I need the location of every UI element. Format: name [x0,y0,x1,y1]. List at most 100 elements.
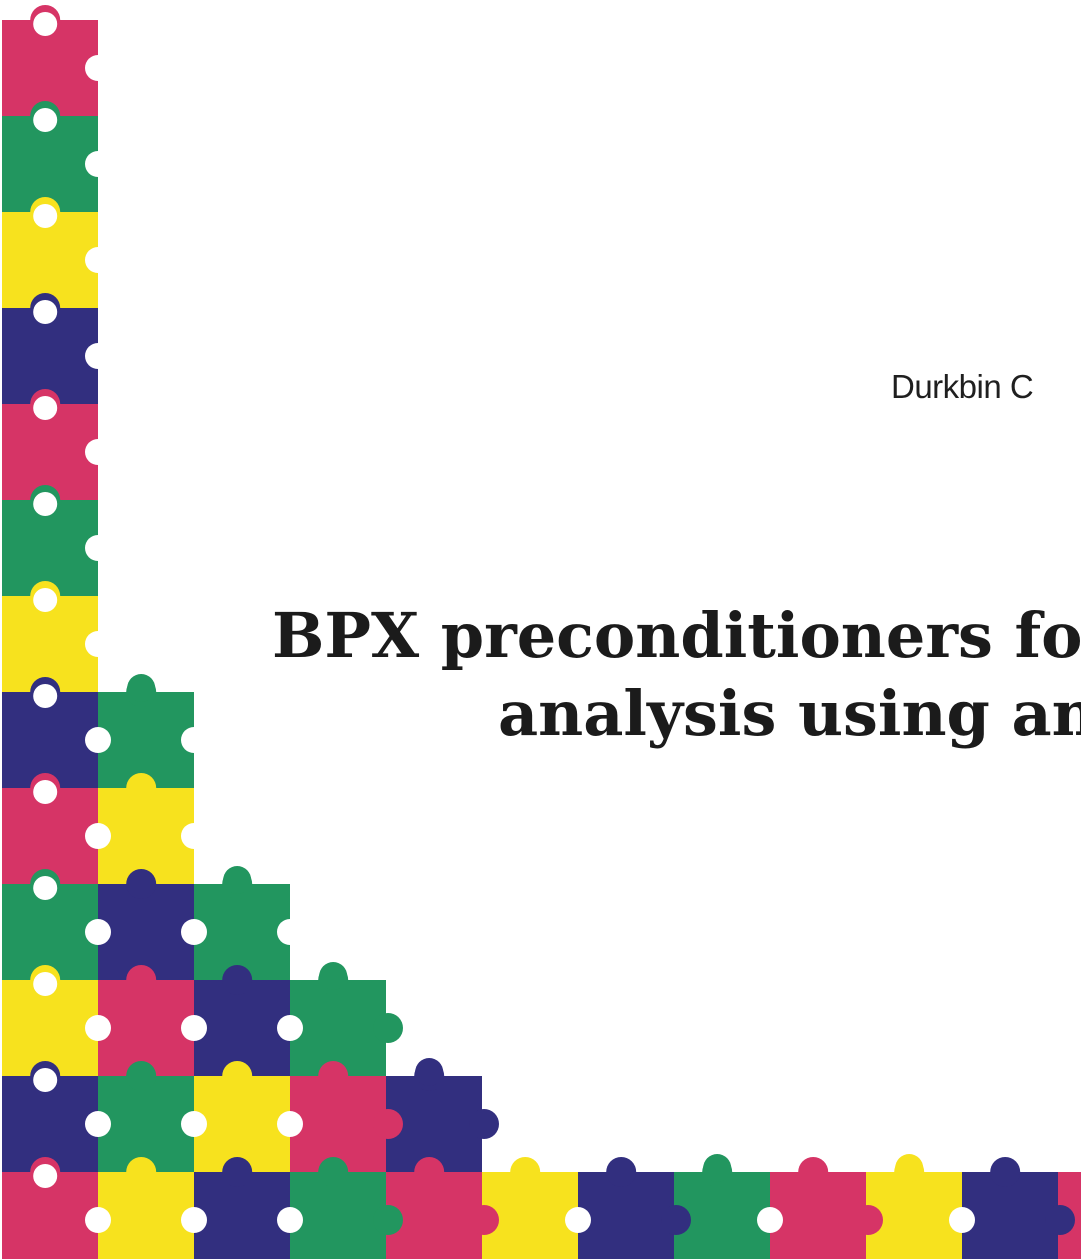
puzzle-knob [798,1157,829,1187]
puzzle-piece [290,1076,386,1172]
puzzle-socket [181,1015,207,1041]
puzzle-socket [33,396,58,420]
puzzle-socket [85,1015,111,1041]
document-title-line-2: analysis using ana [498,677,1081,750]
puzzle-socket [181,1111,207,1137]
puzzle-knob [318,1061,349,1091]
puzzle-socket [33,492,58,516]
puzzle-piece [2,500,98,596]
puzzle-piece [2,1076,98,1172]
puzzle-piece [98,1172,194,1259]
puzzle-socket [33,588,58,612]
puzzle-piece [2,308,98,404]
puzzle-knob [469,1205,499,1235]
puzzle-piece [2,884,98,980]
puzzle-piece [98,1076,194,1172]
puzzle-knob [319,962,348,990]
puzzle-knob [1045,1205,1075,1235]
puzzle-piece [98,692,194,788]
puzzle-socket [85,1207,111,1233]
puzzle-socket [33,876,58,900]
puzzle-socket [85,247,111,273]
puzzle-socket [181,919,207,945]
puzzle-socket [85,151,111,177]
puzzle-knob [606,1157,637,1187]
puzzle-piece [194,980,290,1076]
puzzle-socket [33,108,58,132]
puzzle-knob [318,1157,349,1187]
puzzle-knob [126,869,157,899]
puzzle-knob [703,1154,732,1182]
puzzle-piece [770,1172,866,1259]
puzzle-socket [33,1068,58,1092]
puzzle-socket [33,12,58,36]
puzzle-piece [2,404,98,500]
puzzle-piece [578,1172,674,1259]
puzzle-socket [277,1111,303,1137]
puzzle-socket [33,1164,58,1188]
puzzle-piece [2,980,98,1076]
puzzle-knob [373,1109,403,1139]
puzzle-socket [85,727,111,753]
puzzle-piece [290,1172,386,1259]
puzzle-piece [2,692,98,788]
puzzle-knob [415,1058,444,1086]
puzzle-socket [565,1207,591,1233]
puzzle-piece [98,788,194,884]
puzzle-socket [181,727,207,753]
puzzle-socket [85,55,111,81]
puzzle-knob [373,1013,403,1043]
puzzle-socket [33,780,58,804]
puzzle-piece [194,1172,290,1259]
puzzle-knob [373,1205,403,1235]
puzzle-piece [2,596,98,692]
puzzle-socket [85,1111,111,1137]
puzzle-piece [194,1076,290,1172]
puzzle-socket [757,1207,783,1233]
puzzle-knob [126,773,157,803]
puzzle-knob [223,866,252,894]
puzzle-piece [98,884,194,980]
puzzle-socket [181,1207,207,1233]
puzzle-socket [33,204,58,228]
puzzle-socket [85,535,111,561]
puzzle-knob [853,1205,883,1235]
puzzle-socket [85,919,111,945]
puzzle-piece [194,884,290,980]
puzzle-socket [277,1015,303,1041]
puzzle-socket [277,919,303,945]
puzzle-knob [414,1157,445,1187]
puzzle-piece [98,980,194,1076]
puzzle-piece [962,1172,1058,1259]
puzzle-socket [949,1207,975,1233]
puzzle-knob [510,1157,541,1187]
puzzle-socket [85,343,111,369]
puzzle-piece [2,116,98,212]
puzzle-piece [2,788,98,884]
puzzle-knob [222,965,253,995]
puzzle-socket [33,684,58,708]
puzzle-knob [469,1109,499,1139]
puzzle-knob [222,1157,253,1187]
puzzle-socket [33,300,58,324]
puzzle-socket [277,1207,303,1233]
puzzle-knob [661,1205,691,1235]
puzzle-piece [2,20,98,116]
puzzle-piece [2,212,98,308]
puzzle-knob [126,1157,157,1187]
puzzle-socket [85,631,111,657]
puzzle-socket [85,823,111,849]
puzzle-piece [290,980,386,1076]
puzzle-socket [181,823,207,849]
puzzle-knob [895,1154,924,1182]
document-title-line-1: BPX preconditioners for i [272,599,1081,672]
puzzle-knob [990,1157,1021,1187]
puzzle-socket [85,439,111,465]
author-name: Durkbin C [891,368,1034,405]
puzzle-knob [222,1061,253,1091]
puzzle-knob [127,674,156,702]
puzzle-knob [126,965,157,995]
puzzle-knob [126,1061,157,1091]
